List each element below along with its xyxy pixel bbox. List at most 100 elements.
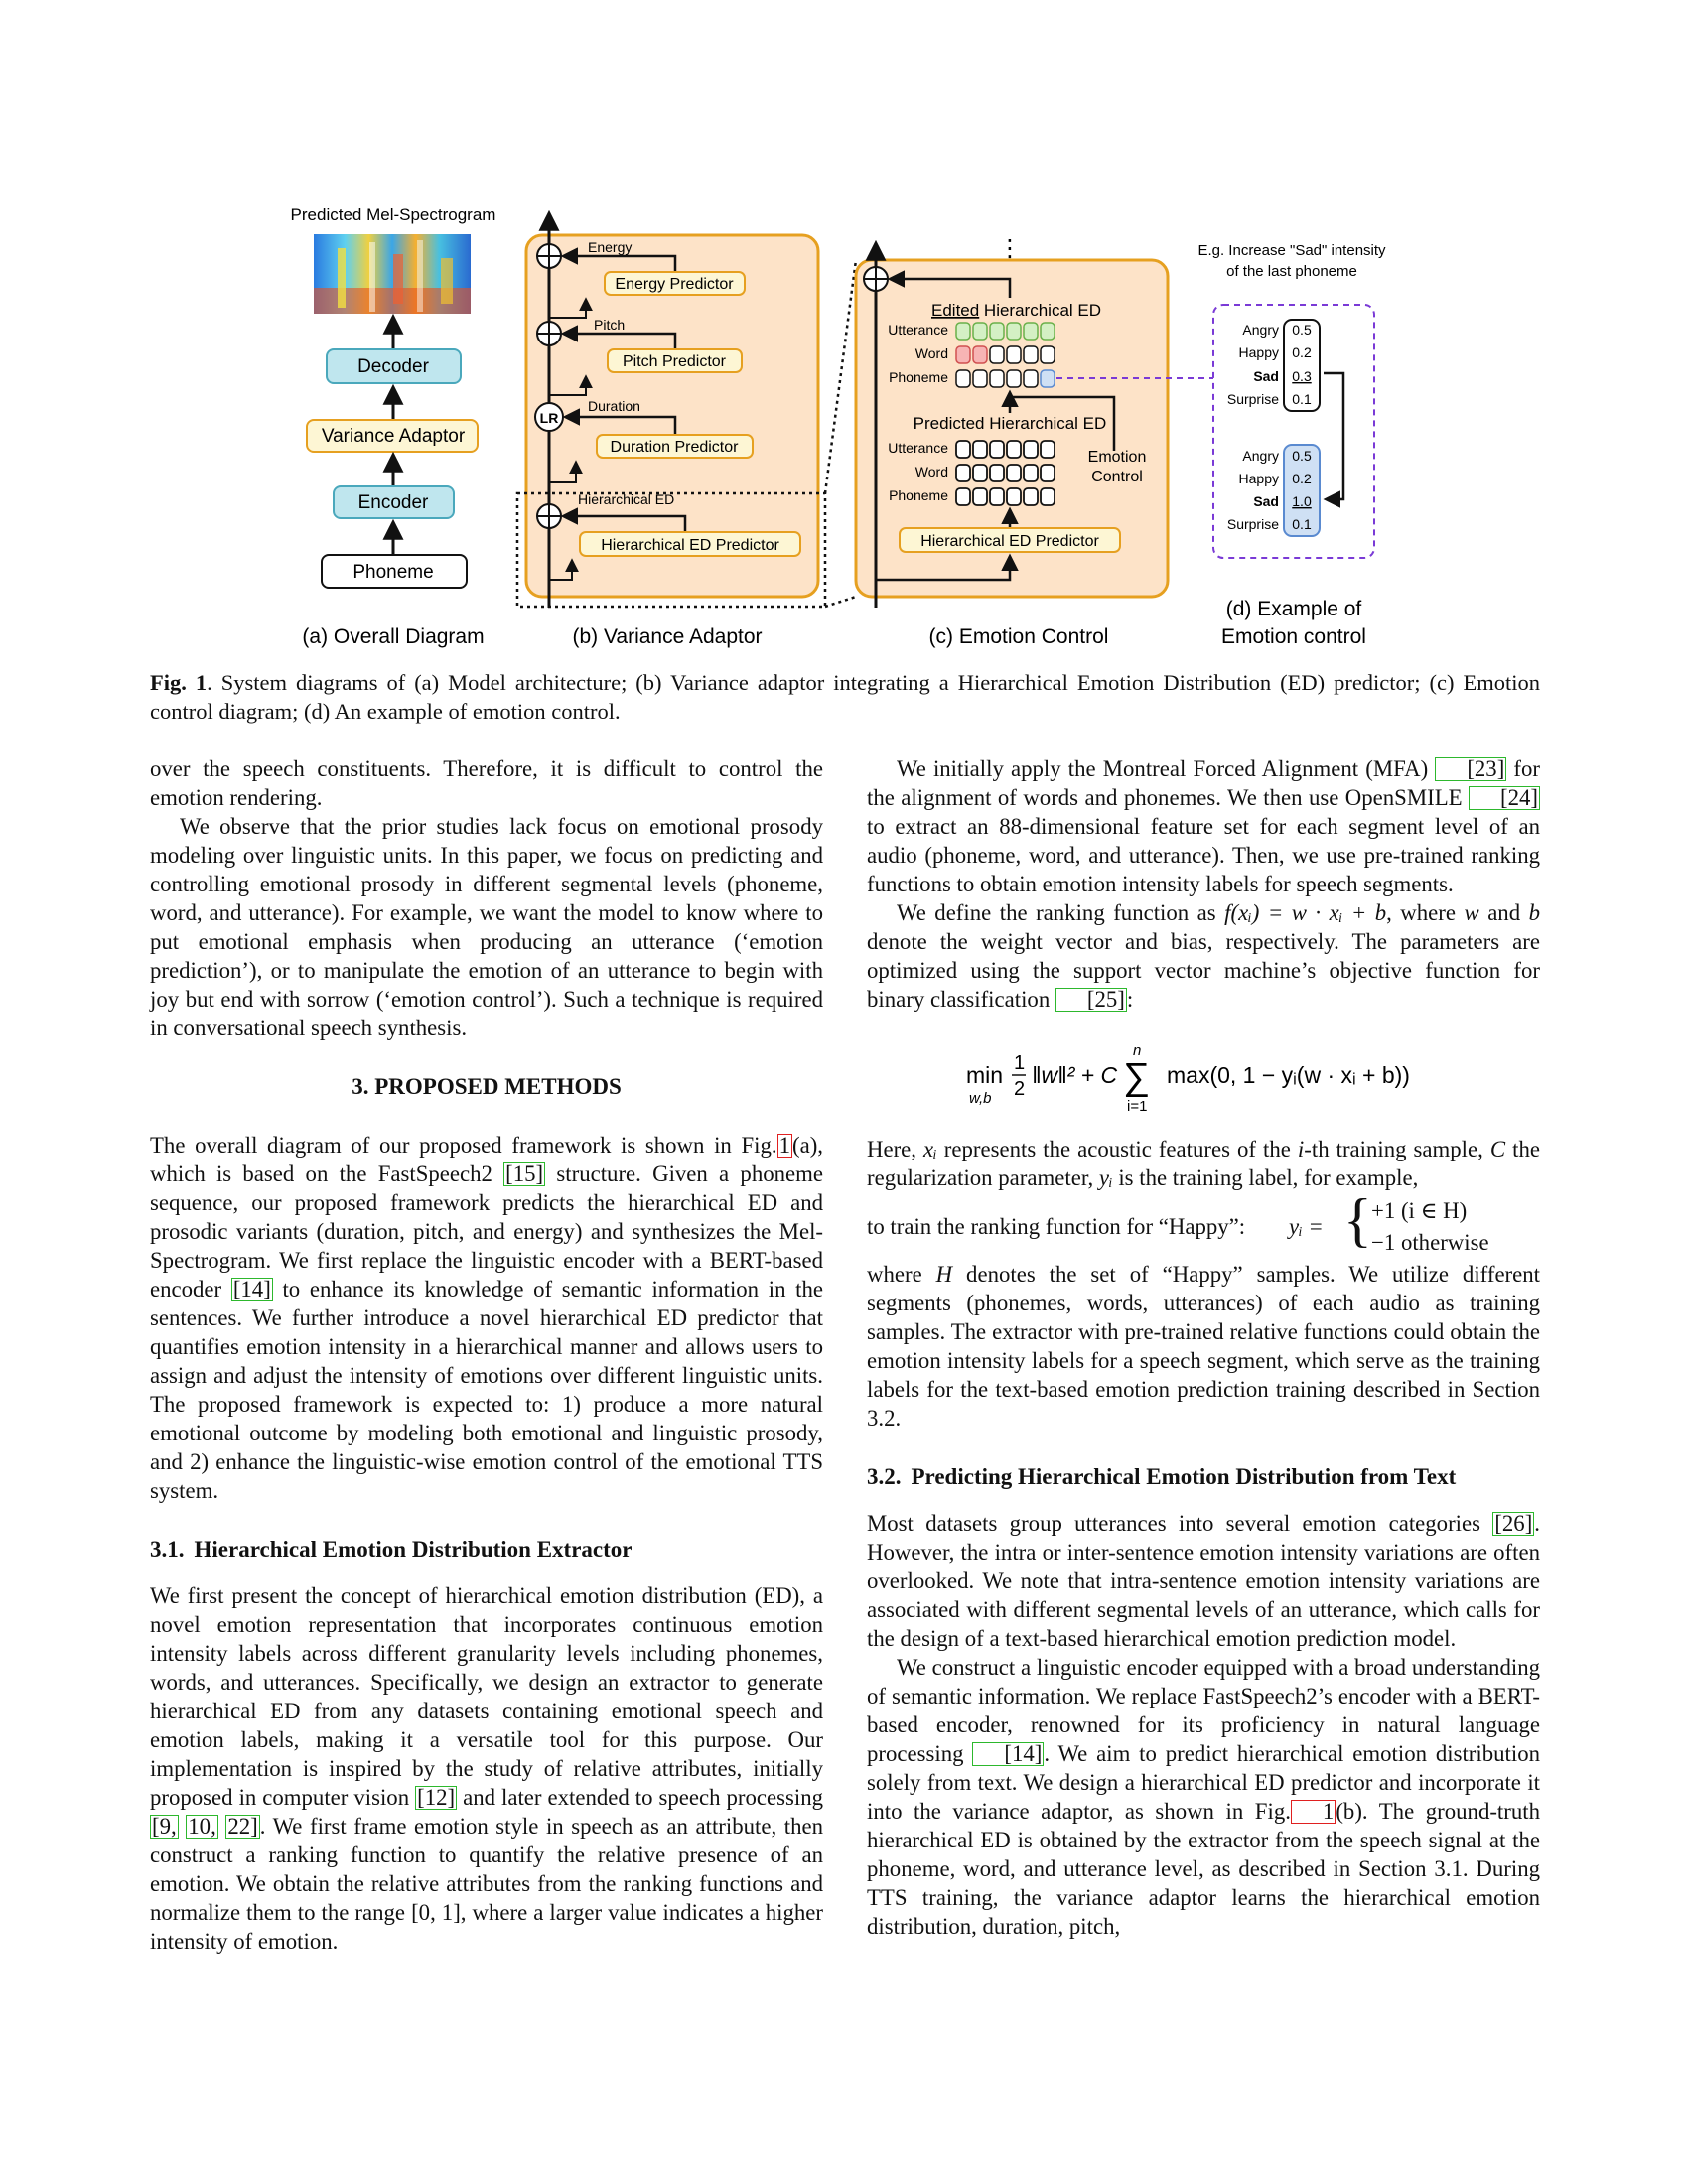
svg-text:‖w‖² + C: ‖w‖² + C xyxy=(1032,1062,1117,1088)
mel-spectrogram-image xyxy=(314,234,471,314)
predicted-title: Predicted Hierarchical ED xyxy=(914,414,1107,433)
lr-label: LR xyxy=(540,410,559,426)
edited-utterance-cells xyxy=(955,322,1055,341)
right-paragraph-4: Most datasets group utterances into seve… xyxy=(867,1511,1540,1651)
figure-link[interactable]: 1 xyxy=(776,1133,792,1158)
left-paragraph-1: over the speech constituents. Therefore,… xyxy=(150,756,823,810)
figure-caption-label: Fig. 1 xyxy=(150,670,208,695)
svg-text:w,b: w,b xyxy=(969,1090,992,1107)
caption-b: (b) Variance Adaptor xyxy=(572,625,762,648)
duration-predictor-box xyxy=(596,434,754,459)
svg-text:Angry: Angry xyxy=(1242,448,1279,464)
phoneme-label: Phoneme xyxy=(352,562,433,583)
predicted-row-utterance: Utterance xyxy=(888,440,948,456)
figure-caption-text: . System diagrams of (a) Model architect… xyxy=(150,670,1540,724)
hed-predictor-box-b xyxy=(579,531,801,557)
svm-objective-equation: min w,b 1 2 ‖w‖² + C n ∑ i=1 max(0, 1 − … xyxy=(867,1035,1540,1115)
svg-text:max(0, 1 − yᵢ(w · xᵢ + b)): max(0, 1 − yᵢ(w · xᵢ + b)) xyxy=(1167,1062,1410,1088)
panel-a-overall-diagram: Predicted Mel-Spectrogram Decoder Varian… xyxy=(291,205,496,648)
caption-a: (a) Overall Diagram xyxy=(302,625,484,648)
example-dashed-box xyxy=(1212,304,1375,559)
svg-text:Sad: Sad xyxy=(1253,493,1279,509)
after-values: 0.5 0.2 1.0 0.1 xyxy=(1292,448,1312,532)
right-paragraph-2: We define the ranking function as f(xᵢ) … xyxy=(867,900,1540,1012)
svg-text:n: n xyxy=(1133,1042,1141,1059)
emotion-control-label-2: Control xyxy=(1091,469,1143,485)
mel-label: Predicted Mel-Spectrogram xyxy=(291,205,496,224)
section-3-heading: 3. PROPOSED METHODS xyxy=(352,1074,622,1099)
svg-text:1: 1 xyxy=(1014,1052,1025,1074)
before-angry: 0.5 xyxy=(1292,322,1312,338)
figure-link[interactable]: 1 xyxy=(1290,1800,1336,1824)
svg-text:Surprise: Surprise xyxy=(1227,516,1279,532)
citation-link[interactable]: [9, xyxy=(150,1814,179,1839)
edited-word-cells xyxy=(955,345,1055,364)
increase-arrow xyxy=(1323,371,1345,508)
caption-d-2: Emotion control xyxy=(1221,625,1366,648)
citation-link[interactable]: [23] xyxy=(1435,757,1507,781)
label-cases: to train the ranking function for “Happy… xyxy=(867,1187,1489,1255)
decoder-box xyxy=(326,348,462,384)
zoom-connector-bottom xyxy=(824,595,857,609)
after-surprise: 0.1 xyxy=(1292,516,1312,532)
encoder-label: Encoder xyxy=(358,492,429,513)
emotion-happy: Happy xyxy=(1239,344,1279,360)
panel-d-emotion-control-example: E.g. Increase "Sad" intensity of the las… xyxy=(1197,242,1386,648)
svg-text:min: min xyxy=(966,1062,1003,1088)
citation-link[interactable]: [25] xyxy=(1055,988,1127,1012)
duration-predictor-label: Duration Predictor xyxy=(611,439,740,456)
emotion-surprise: Surprise xyxy=(1227,391,1279,407)
energy-predictor-box xyxy=(604,271,746,296)
after-angry: 0.5 xyxy=(1292,448,1312,464)
citation-link[interactable]: [24] xyxy=(1469,786,1540,810)
zoom-connector-top xyxy=(823,259,858,494)
citation-link[interactable]: [14] xyxy=(972,1742,1045,1766)
left-paragraph-4: We first present the concept of hierarch… xyxy=(150,1583,823,1954)
pitch-predictor-box xyxy=(607,348,743,373)
caption-d-1: (d) Example of xyxy=(1226,598,1362,620)
citation-link[interactable]: [14] xyxy=(230,1277,273,1301)
dots-icon: ⋮ xyxy=(998,235,1022,262)
figure-caption: Fig. 1. System diagrams of (a) Model arc… xyxy=(150,668,1540,726)
before-happy: 0.2 xyxy=(1292,344,1312,360)
subsection-3-1-heading: 3.1.Hierarchical Emotion Distribution Ex… xyxy=(150,1537,633,1562)
left-paragraph-3: The overall diagram of our proposed fram… xyxy=(150,1133,823,1503)
subsection-3-2-heading: 3.2.Predicting Hierarchical Emotion Dist… xyxy=(867,1464,1457,1489)
citation-link[interactable]: 10, xyxy=(186,1814,218,1839)
before-sad: 0.3 xyxy=(1292,368,1312,384)
predicted-row-word: Word xyxy=(915,464,948,479)
hed-predictor-label-b: Hierarchical ED Predictor xyxy=(601,537,779,554)
energy-predictor-label: Energy Predictor xyxy=(615,276,734,293)
svg-text:Happy: Happy xyxy=(1239,471,1279,486)
right-paragraph-3b: where H denotes the set of “Happy” sampl… xyxy=(867,1262,1540,1431)
after-happy: 0.2 xyxy=(1292,471,1312,486)
right-paragraph-5: We construct a linguistic encoder equipp… xyxy=(867,1655,1540,1939)
citation-link[interactable]: [12] xyxy=(415,1785,458,1810)
citation-link[interactable]: [26] xyxy=(1492,1511,1535,1536)
after-labels: Angry Happy Sad Surprise xyxy=(1227,448,1279,532)
emotion-sad: Sad xyxy=(1253,368,1279,384)
hed-predictor-label-c: Hierarchical ED Predictor xyxy=(920,533,1099,550)
zoom-region xyxy=(515,491,827,609)
edited-row-phoneme: Phoneme xyxy=(889,369,948,385)
caption-c: (c) Emotion Control xyxy=(929,625,1109,648)
citation-link[interactable]: [15] xyxy=(503,1161,546,1186)
phoneme-box xyxy=(321,554,468,589)
panel-b-variance-adaptor: Energy Energy Predictor Pitch Pitch Pred… xyxy=(515,209,827,648)
hed-predictor-box-c xyxy=(899,527,1121,553)
left-paragraph-2: We observe that the prior studies lack f… xyxy=(150,814,823,1040)
predicted-row-phoneme: Phoneme xyxy=(889,487,948,503)
pitch-label: Pitch xyxy=(594,317,625,333)
predicted-utterance-cells xyxy=(955,440,1055,459)
note-line-1: E.g. Increase "Sad" intensity xyxy=(1197,242,1386,259)
energy-label: Energy xyxy=(588,239,632,255)
citation-link[interactable]: 22] xyxy=(225,1814,260,1839)
emotion-control-panel xyxy=(854,258,1170,599)
edited-row-utterance: Utterance xyxy=(888,322,948,338)
decoder-label: Decoder xyxy=(357,356,429,377)
encoder-box xyxy=(333,485,455,519)
pitch-predictor-label: Pitch Predictor xyxy=(623,353,727,370)
figure-1: Predicted Mel-Spectrogram Decoder Varian… xyxy=(291,205,1386,648)
after-value-box xyxy=(1283,444,1321,537)
svg-text:i=1: i=1 xyxy=(1127,1098,1147,1115)
